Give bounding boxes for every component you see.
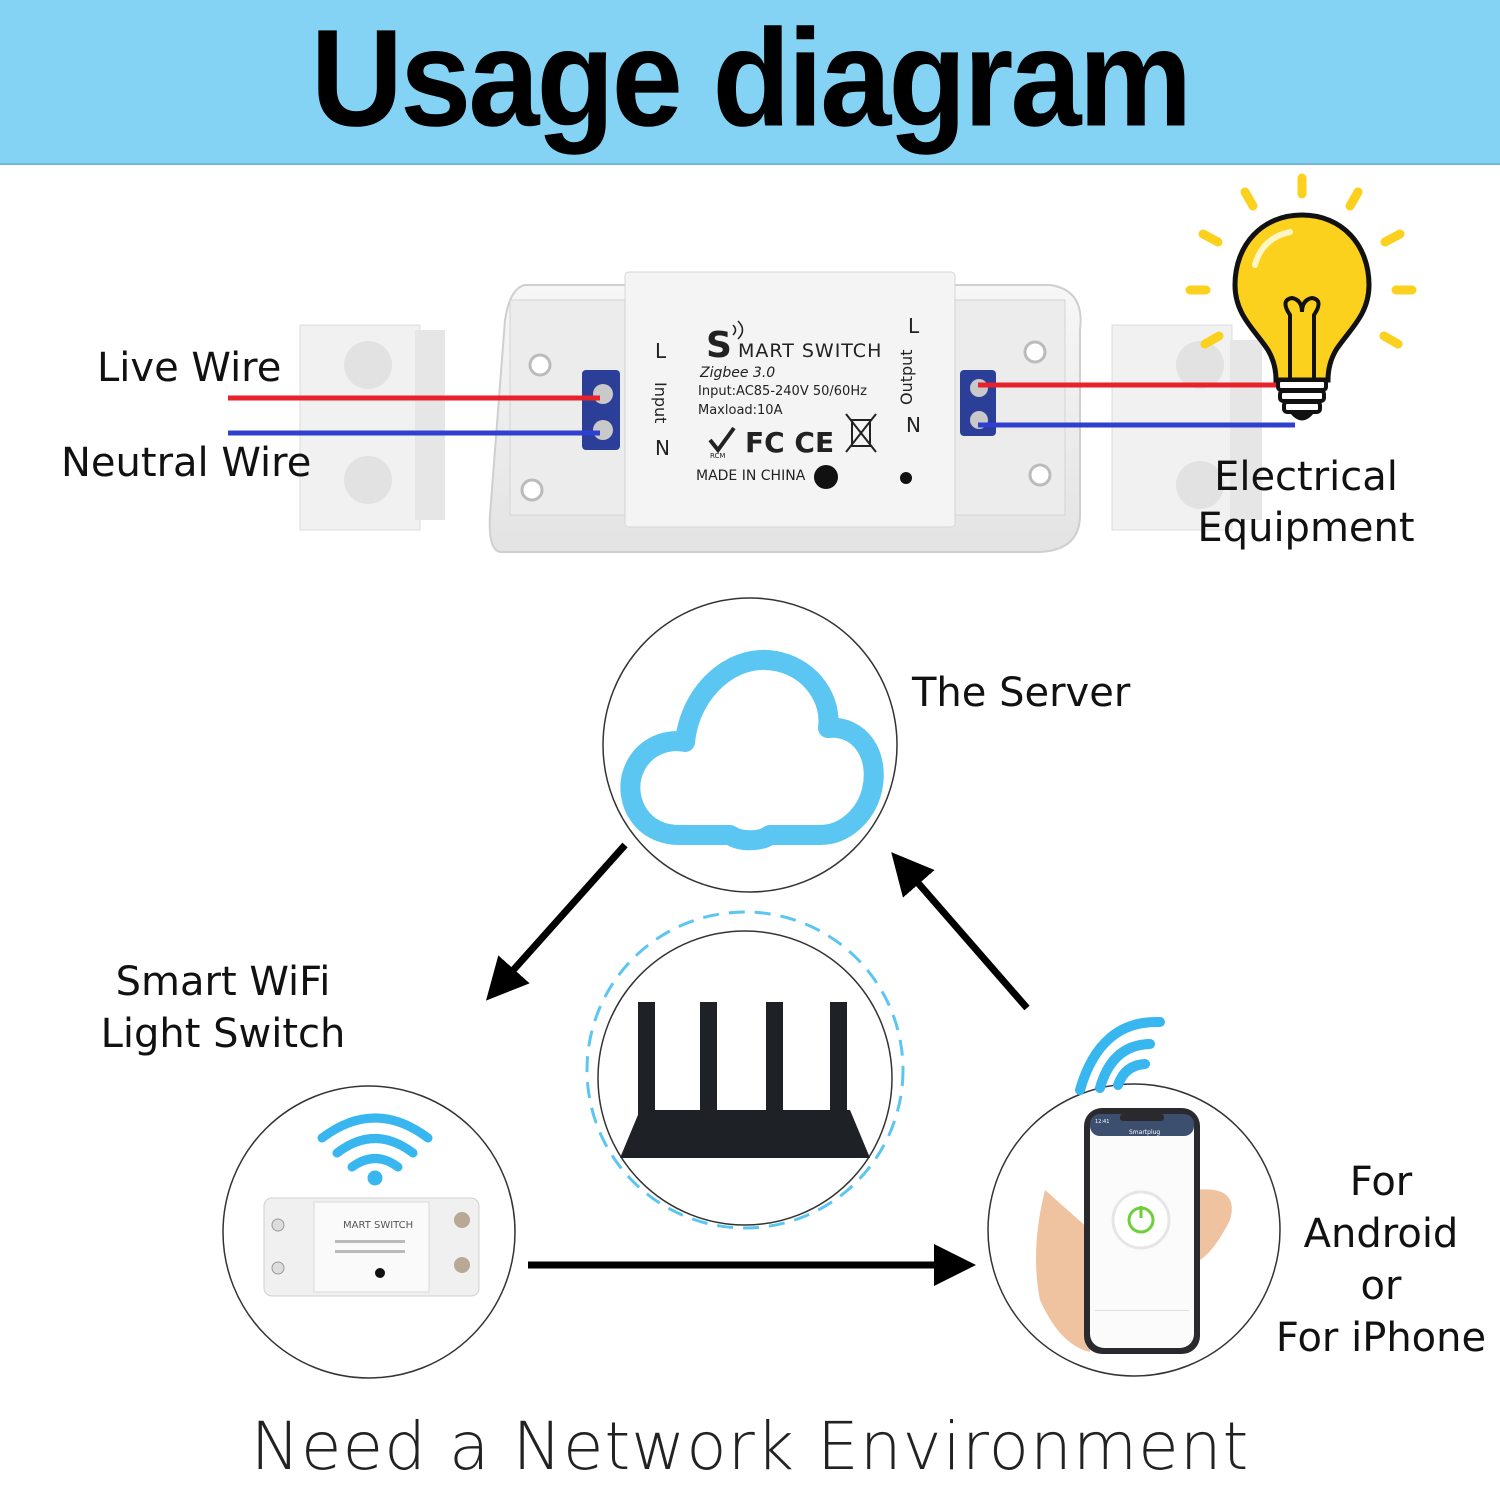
smartphone-in-hand <box>1036 1108 1232 1354</box>
arrow-server-to-switch <box>486 842 628 1001</box>
device-input-spec: Input:AC85-240V 50/60Hz <box>698 384 867 399</box>
smart-switch-device <box>488 271 1082 553</box>
phone-label-line-4: For iPhone <box>1275 1315 1487 1361</box>
router-icon <box>620 1002 870 1158</box>
arrow-phone-to-server <box>891 852 1030 1011</box>
phone-label-line-2: Android <box>1303 1211 1459 1257</box>
output-terminal-l: L <box>908 314 920 338</box>
phone-time: 12:41 <box>1095 1119 1109 1125</box>
equipment-line-2: Equipment <box>1197 505 1415 551</box>
device-origin: MADE IN CHINA <box>696 468 806 484</box>
electrical-equipment-label: Electrical Equipment <box>1190 452 1422 554</box>
page-title: Usage diagram <box>310 1 1193 156</box>
input-terminal-l: L <box>655 339 667 363</box>
mini-smart-switch <box>263 1197 480 1297</box>
phone-app-title: Smartplug <box>1129 1129 1160 1136</box>
device-logo-letter: S <box>706 325 732 366</box>
left-wire-clamp <box>299 324 445 531</box>
phone-label-line-3: or <box>1360 1263 1402 1309</box>
device-model: Zigbee 3.0 <box>699 365 775 381</box>
smart-switch-label: Smart WiFi Light Switch <box>90 956 356 1060</box>
cloud-icon <box>620 650 884 851</box>
neutral-wire-label: Neutral Wire <box>61 440 312 486</box>
phone-wifi-icon <box>1075 1016 1165 1095</box>
server-circle <box>602 597 898 893</box>
rcm-check-icon <box>708 426 736 454</box>
weee-bin-icon <box>845 413 877 453</box>
rcm-mark: RCM <box>710 452 725 460</box>
phone-platform-label: For Android or For iPhone <box>1272 1156 1490 1364</box>
output-side-label: Output <box>897 349 916 405</box>
output-terminal-n: N <box>906 413 921 437</box>
phone-label-line-1: For <box>1349 1159 1413 1205</box>
live-wire-label: Live Wire <box>97 345 282 391</box>
footer-caption: Need a Network Environment <box>250 1408 1250 1485</box>
input-terminal-n: N <box>655 436 670 460</box>
server-label: The Server <box>912 670 1131 716</box>
switch-label-line-1: Smart WiFi <box>115 959 331 1005</box>
device-maxload: Maxload:10A <box>698 403 783 418</box>
title-banner: Usage diagram <box>0 0 1500 165</box>
device-cert-marks: FC CE <box>745 426 834 459</box>
switch-wifi-icon <box>317 1113 433 1186</box>
switch-label-line-2: Light Switch <box>100 1011 346 1057</box>
input-side-label: Input <box>651 382 670 423</box>
router-dashed-ring <box>585 910 905 1230</box>
mini-switch-name: MART SWITCH <box>343 1220 413 1231</box>
equipment-line-1: Electrical <box>1214 454 1398 500</box>
light-bulb-icon <box>1185 173 1417 421</box>
device-name: MART SWITCH <box>738 340 882 362</box>
